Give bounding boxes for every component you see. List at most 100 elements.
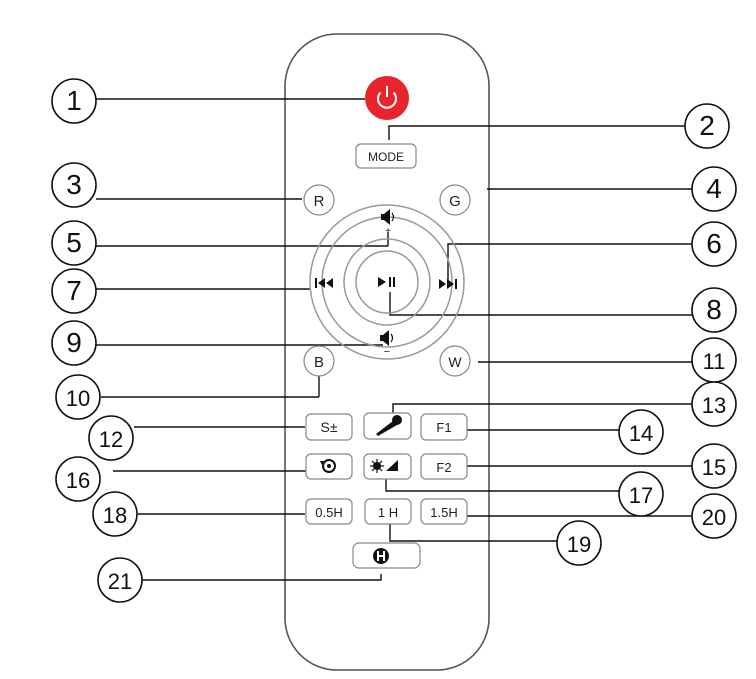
volume-down-button[interactable]: −	[380, 330, 394, 358]
callout-number: 15	[702, 455, 726, 480]
f1-button[interactable]: F1	[420, 413, 468, 441]
callout-circle	[51, 268, 97, 314]
mode-label: MODE	[368, 150, 404, 164]
callout-number: 16	[66, 468, 90, 493]
callout-number: 20	[702, 505, 726, 530]
timer-one-hour-label: 1 H	[378, 505, 398, 520]
previous-button[interactable]	[315, 278, 333, 288]
callout-3: 3	[51, 162, 97, 208]
callout-circle	[51, 78, 97, 124]
callout-21: 21	[97, 557, 143, 603]
callout-7: 7	[51, 268, 97, 314]
next-button[interactable]	[439, 279, 457, 289]
callout-number: 4	[706, 173, 722, 204]
callout-circle	[556, 520, 602, 566]
sound-effect-button[interactable]: S±	[305, 413, 353, 441]
callout-number: 9	[66, 327, 82, 358]
white-button[interactable]: W	[439, 345, 471, 377]
callout-number: 14	[629, 421, 653, 446]
callout-number: 5	[66, 227, 82, 258]
microphone-icon	[376, 415, 402, 436]
dpad-rings	[309, 204, 465, 360]
play-pause-button[interactable]	[378, 277, 395, 287]
red-button[interactable]: R	[303, 184, 335, 216]
callout-number: 19	[567, 532, 591, 557]
callout-circle	[684, 103, 730, 149]
previous-track-icon	[315, 278, 333, 288]
callout-number: 6	[706, 228, 722, 259]
brightness-icon	[370, 459, 398, 473]
callout-circle	[92, 491, 138, 537]
callout-number: 11	[703, 349, 726, 374]
green-button[interactable]: G	[439, 184, 471, 216]
callout-18: 18	[92, 491, 138, 537]
timer-one-hour-button[interactable]: 1 H	[364, 498, 412, 525]
callout-number: 10	[66, 386, 90, 411]
callout-20: 20	[691, 493, 737, 539]
callout-number: 17	[629, 483, 653, 508]
callout-circle	[691, 166, 737, 212]
callout-19: 19	[556, 520, 602, 566]
callout-15: 15	[691, 443, 737, 489]
f1-label: F1	[436, 420, 451, 435]
callout-9: 9	[51, 320, 97, 366]
callout-16: 16	[55, 456, 101, 502]
callout-12: 12	[88, 415, 134, 461]
callout-5: 5	[51, 220, 97, 266]
callout-13: 13	[691, 381, 737, 427]
callout-circle	[51, 320, 97, 366]
f2-button[interactable]: F2	[420, 453, 468, 480]
f2-label: F2	[436, 460, 451, 475]
callout-6: 6	[691, 221, 737, 267]
power-button[interactable]	[365, 76, 409, 120]
callout-10: 10	[55, 374, 101, 420]
power-icon	[377, 86, 397, 109]
callout-1: 1	[51, 78, 97, 124]
blue-label: B	[314, 354, 324, 371]
h-button[interactable]	[352, 542, 421, 569]
callout-circle	[691, 443, 737, 489]
callout-circle	[51, 162, 97, 208]
callout-circle	[691, 493, 737, 539]
callout-number: 2	[699, 110, 715, 141]
green-label: G	[449, 193, 461, 210]
repeat-button[interactable]	[305, 453, 353, 480]
h-icon	[373, 548, 389, 564]
microphone-button[interactable]	[363, 412, 412, 440]
timer-one-half-hour-label: 1.5H	[430, 505, 457, 520]
callout-number: 12	[99, 427, 123, 452]
timer-one-half-hour-button[interactable]: 1.5H	[420, 498, 468, 525]
blue-button[interactable]: B	[303, 345, 335, 377]
red-label: R	[314, 193, 325, 210]
callout-number: 7	[66, 275, 82, 306]
callout-number: 1	[66, 85, 82, 116]
callout-number: 21	[108, 569, 132, 594]
timer-half-hour-label: 0.5H	[315, 505, 342, 520]
callout-circle	[55, 374, 101, 420]
callout-8: 8	[691, 287, 737, 333]
callout-circle	[691, 381, 737, 427]
mode-button[interactable]: MODE	[355, 143, 417, 169]
callout-circle	[97, 557, 143, 603]
callout-number: 13	[702, 393, 726, 418]
callout-circle	[51, 220, 97, 266]
leader-lines	[96, 98, 692, 581]
callout-number: 3	[66, 169, 82, 200]
volume-down-symbol: −	[384, 346, 390, 358]
callout-number: 18	[103, 503, 127, 528]
timer-half-hour-button[interactable]: 0.5H	[305, 498, 353, 525]
callout-14: 14	[618, 409, 664, 455]
callout-circle	[618, 409, 664, 455]
callout-4: 4	[691, 166, 737, 212]
volume-up-button[interactable]: +	[381, 209, 395, 237]
callout-circle	[691, 287, 737, 333]
callout-number: 8	[706, 294, 722, 325]
callout-circle	[88, 415, 134, 461]
callout-circle	[691, 221, 737, 267]
callout-2: 2	[684, 103, 730, 149]
speaker-down-icon	[380, 330, 394, 346]
repeat-icon	[320, 459, 336, 473]
brightness-button[interactable]	[363, 453, 412, 480]
